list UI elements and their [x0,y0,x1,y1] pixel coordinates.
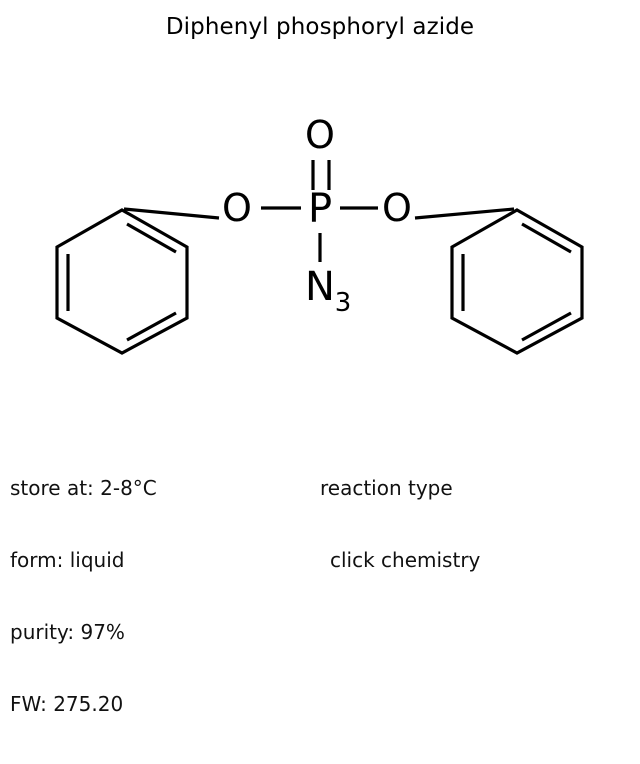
ring-right-double-bond-northeast [521,222,572,254]
molecule-datasheet: Diphenyl phosphoryl azide O O P [10,14,584,716]
storage-text: store at: 2-8°C [10,476,157,500]
phenyl-ring-left [55,208,189,355]
form-text: form: liquid [10,548,125,572]
page-title: Diphenyl phosphoryl azide [165,14,475,40]
ring-left-double-bond-southeast [126,311,177,342]
atom-oxygen-left: O [222,186,252,230]
formula-weight-text: FW: 275.20 [10,692,124,716]
atom-oxygen-right: O [382,186,412,230]
atom-oxygen-top: O [305,113,335,157]
azide-subscript: 3 [335,288,352,318]
ring-right-double-bond-southeast [521,311,572,342]
reaction-type-value: click chemistry [330,548,481,572]
phenyl-ring-right [450,208,584,355]
reaction-type-label: reaction type [320,476,453,500]
chemical-structure-diagram: O O P O N 3 [55,113,584,355]
reaction-block: reaction type click chemistry [320,428,480,620]
bond-phosphorus-oxygen-double [311,160,331,190]
ring-left-hexagon [55,208,189,355]
properties-block: store at: 2-8°C form: liquid purity: 97%… [10,428,157,764]
bond-ring-left-to-oxygen [123,207,220,220]
atom-nitrogen: N [305,264,335,310]
ring-left-double-bond-northeast [126,222,177,254]
group-azide: N 3 [305,264,351,318]
atom-phosphorus: P [308,186,332,232]
ring-right-hexagon [450,208,584,355]
bond-oxygen-to-ring-right [414,207,515,220]
purity-text: purity: 97% [10,620,125,644]
